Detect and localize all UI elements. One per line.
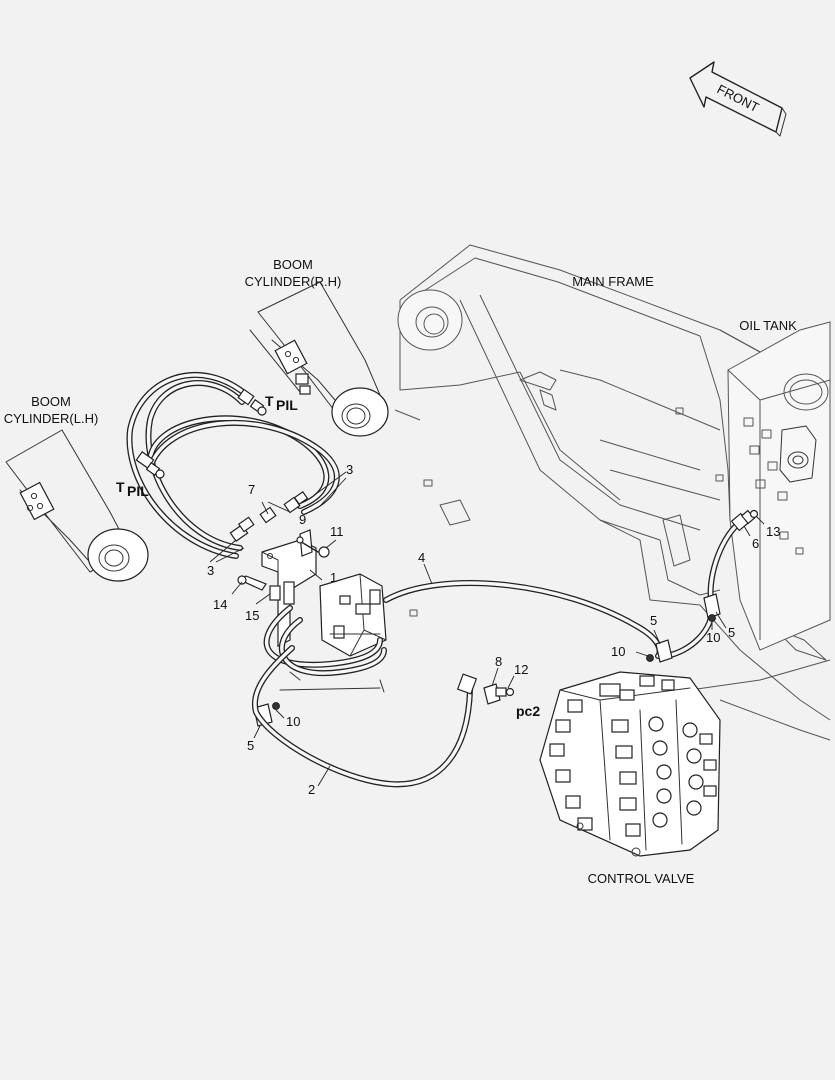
callout-11: 11 <box>330 524 344 539</box>
callout-2: 2 <box>308 782 315 797</box>
boom-rh-label-line1: BOOM <box>273 257 313 272</box>
main-frame-label: MAIN FRAME <box>572 274 654 289</box>
callout-7: 7 <box>248 482 255 497</box>
elbow-fitting <box>483 683 515 705</box>
port-lh-t: T <box>116 479 125 495</box>
callout-15: 15 <box>245 608 259 623</box>
boom-rh-label-line2: CYLINDER(R.H) <box>245 274 342 289</box>
callout-10a: 10 <box>611 644 625 659</box>
callout-10b: 10 <box>706 630 720 645</box>
control-valve-label: CONTROL VALVE <box>588 871 695 886</box>
fittings-top <box>135 388 309 542</box>
front-arrow: FRONT <box>689 61 787 137</box>
control-valve <box>539 671 721 857</box>
callout-5b: 5 <box>728 625 735 640</box>
callout-12: 12 <box>514 662 528 677</box>
callout-13: 13 <box>766 524 780 539</box>
callout-4: 4 <box>418 550 425 565</box>
boom-cylinder-rh <box>249 281 389 437</box>
port-rh-pil: PIL <box>276 397 298 413</box>
callout-3b: 3 <box>207 563 214 578</box>
callout-9: 9 <box>299 512 306 527</box>
callout-5c: 5 <box>247 738 254 753</box>
callout-10c: 10 <box>286 714 300 729</box>
callout-1: 1 <box>330 570 337 585</box>
boom-cylinder-lh <box>5 429 149 582</box>
hose-loop <box>263 605 387 693</box>
text-labels: BOOM CYLINDER(R.H) BOOM CYLINDER(L.H) MA… <box>4 257 797 886</box>
bracket-1 <box>237 529 330 647</box>
callout-3a: 3 <box>346 462 353 477</box>
front-label: FRONT <box>715 81 762 115</box>
callout-6: 6 <box>752 536 759 551</box>
main-frame <box>394 244 831 741</box>
hose-2 <box>251 645 478 788</box>
callout-5a: 5 <box>650 613 657 628</box>
port-lh-pil: PIL <box>127 483 149 499</box>
boom-lh-label-line2: CYLINDER(L.H) <box>4 411 99 426</box>
callout-8: 8 <box>495 654 502 669</box>
boom-lh-label-line1: BOOM <box>31 394 71 409</box>
mid-block <box>319 573 387 657</box>
port-rh-t: T <box>265 393 274 409</box>
port-pc2: pc2 <box>516 703 540 719</box>
leader-lines <box>209 471 765 787</box>
hose-assembly-3 <box>126 371 340 559</box>
oil-tank-label: OIL TANK <box>739 318 797 333</box>
oil-tank <box>727 321 831 651</box>
callout-numbers: 1 2 3 3 4 5 5 5 6 7 8 9 10 10 10 11 12 1… <box>207 462 780 797</box>
port-labels: T PIL T PIL pc2 <box>116 393 540 719</box>
callout-14: 14 <box>213 597 227 612</box>
